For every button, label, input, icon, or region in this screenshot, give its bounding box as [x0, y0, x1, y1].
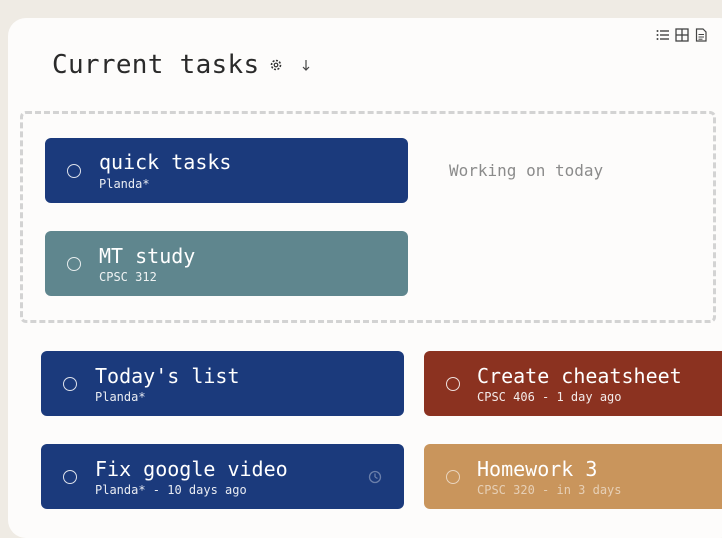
checkbox-circle-icon[interactable]: [67, 164, 81, 178]
checkbox-circle-icon[interactable]: [446, 377, 460, 391]
list-view-icon[interactable]: [656, 28, 670, 42]
task-card-todays-list[interactable]: Today's list Planda*: [41, 351, 404, 416]
task-subtitle: CPSC 312: [99, 270, 157, 284]
view-toggles: [656, 28, 708, 42]
task-card-quick-tasks[interactable]: quick tasks Planda*: [45, 138, 408, 203]
checkbox-circle-icon[interactable]: [63, 377, 77, 391]
dropzone-label: Working on today: [449, 161, 604, 180]
task-title: quick tasks: [99, 150, 232, 174]
document-view-icon[interactable]: [694, 28, 708, 42]
page-title: Current tasks: [52, 50, 260, 80]
task-card-create-cheatsheet[interactable]: Create cheatsheet CPSC 406 - 1 day ago: [424, 351, 722, 416]
grid-view-icon[interactable]: [675, 28, 689, 42]
task-title: Create cheatsheet: [477, 364, 682, 388]
checkbox-circle-icon[interactable]: [446, 470, 460, 484]
task-card-fix-google-video[interactable]: Fix google video Planda* - 10 days ago: [41, 444, 404, 509]
working-today-dropzone[interactable]: [20, 111, 716, 323]
task-subtitle: Planda* - 10 days ago: [95, 483, 247, 497]
task-subtitle: Planda*: [95, 390, 146, 404]
task-title: Today's list: [95, 364, 240, 388]
task-title: Homework 3: [477, 457, 598, 481]
task-title: MT study: [99, 244, 196, 268]
task-subtitle: Planda*: [99, 177, 150, 191]
page-header: Current tasks: [52, 50, 311, 80]
sort-down-icon[interactable]: [301, 58, 311, 72]
checkbox-circle-icon[interactable]: [67, 257, 81, 271]
timer-icon[interactable]: [368, 470, 382, 484]
settings-icon[interactable]: [269, 58, 283, 72]
task-subtitle: CPSC 320 - in 3 days: [477, 483, 622, 497]
task-card-homework-3[interactable]: Homework 3 CPSC 320 - in 3 days: [424, 444, 722, 509]
task-subtitle: CPSC 406 - 1 day ago: [477, 390, 622, 404]
task-title: Fix google video: [95, 457, 288, 481]
checkbox-circle-icon[interactable]: [63, 470, 77, 484]
task-card-mt-study[interactable]: MT study CPSC 312: [45, 231, 408, 296]
